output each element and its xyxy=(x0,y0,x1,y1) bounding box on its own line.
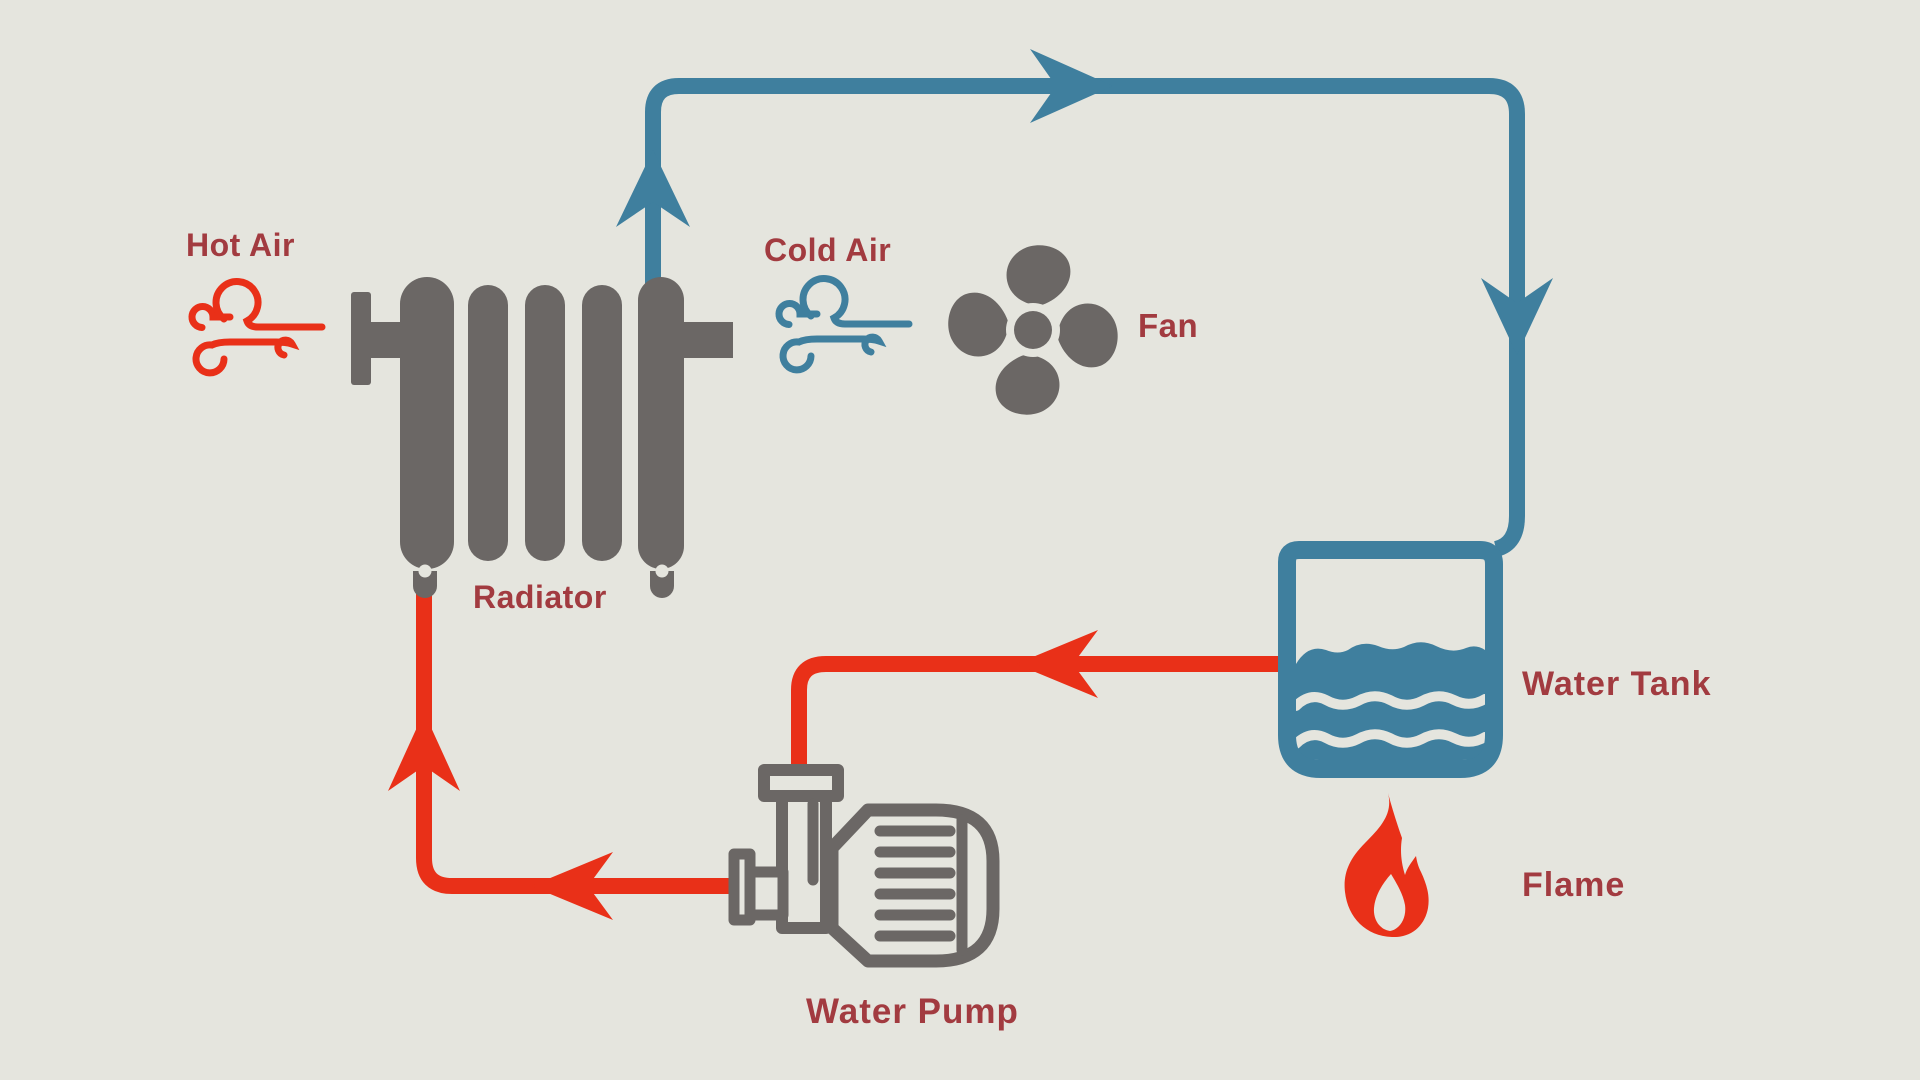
flow-arrow-left-icon xyxy=(1016,630,1098,698)
hot-air-wind-icon xyxy=(192,282,322,373)
flow-arrow-up-icon xyxy=(616,150,690,227)
wave-line xyxy=(1291,691,1490,711)
motor-fins xyxy=(874,814,968,956)
hot-air-label: Hot Air xyxy=(186,227,295,263)
flow-arrow-down-icon xyxy=(1481,278,1553,355)
cold-air-wind-icon xyxy=(779,279,909,370)
flow-arrow-up-icon xyxy=(388,712,460,791)
water-pump-label: Water Pump xyxy=(806,992,1019,1031)
water-tank-label: Water Tank xyxy=(1522,665,1712,703)
flow-arrow-right-icon xyxy=(1030,49,1113,123)
fan-hub xyxy=(1014,311,1052,349)
water-tank-icon xyxy=(1278,541,1503,778)
wave-line xyxy=(1291,729,1490,749)
cold-air-label: Cold Air xyxy=(764,232,892,268)
flame-label: Flame xyxy=(1522,866,1626,904)
hot-water-pipe xyxy=(388,592,1290,920)
flame-icon xyxy=(1344,793,1429,938)
water-pump-icon xyxy=(728,764,1000,968)
fan-label: Fan xyxy=(1138,307,1199,344)
radiator-icon xyxy=(351,277,733,598)
radiator-label: Radiator xyxy=(473,579,607,615)
fan-icon xyxy=(948,245,1118,415)
flow-arrow-left-icon xyxy=(531,852,613,920)
cold-water-pipe xyxy=(616,49,1553,557)
